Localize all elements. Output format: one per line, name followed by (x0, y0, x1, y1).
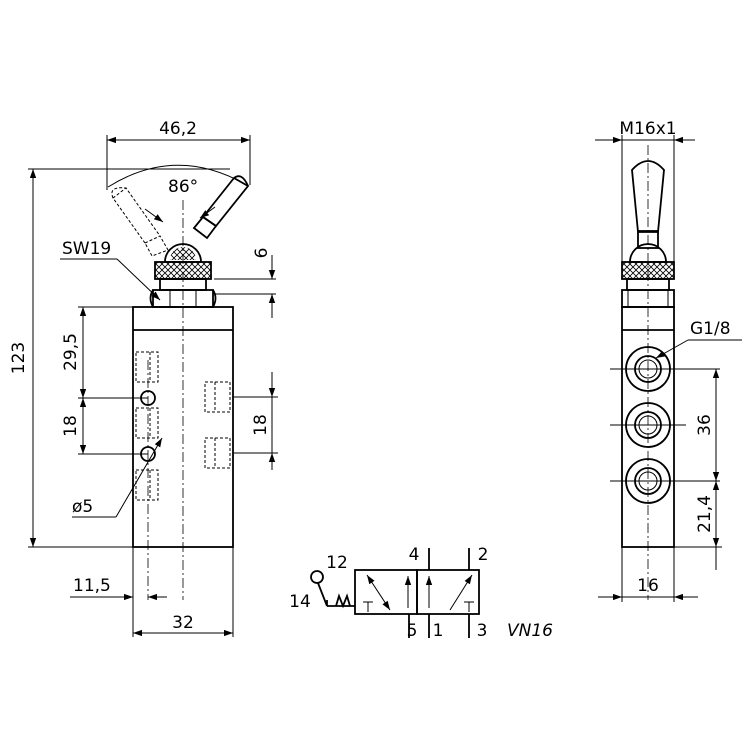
swing-arc (107, 164, 246, 188)
model-label: VN16 (507, 621, 553, 641)
port-14-label: 14 (289, 592, 311, 612)
hole-offset-label: 11,5 (73, 576, 111, 596)
nut-height-label: 6 (252, 248, 272, 259)
port-4-label: 4 (409, 545, 420, 565)
side-view: M16x1 G1/8 36 21,4 (595, 119, 742, 602)
side-width-label: 16 (637, 576, 659, 596)
lever-width-label: 46,2 (159, 119, 197, 139)
total-height-label: 123 (9, 342, 29, 374)
lever (192, 175, 250, 240)
pneumatic-symbol: 12 14 4 2 5 1 3 VN16 (289, 545, 553, 641)
port-pitch-label: 36 (695, 414, 715, 436)
port-spacing-right-label: 18 (251, 414, 271, 436)
lever-angle-label: 86° (168, 177, 198, 197)
nut-size-label: SW19 (62, 239, 111, 259)
port-2-label: 2 (478, 545, 489, 565)
body-width-label: 32 (172, 613, 194, 633)
side-lever (631, 160, 665, 233)
port-bottom-offset-label: 21,4 (695, 495, 715, 533)
mount-hole-label: ø5 (72, 497, 93, 517)
side-knurled-nut (621, 261, 675, 280)
front-view: 86° 46,2 SW19 6 123 29,5 18 (9, 119, 278, 637)
hidden-ports-right (204, 381, 231, 469)
port-5-label: 5 (407, 621, 418, 641)
hidden-ports-left (135, 351, 159, 501)
port-top-offset-label: 29,5 (61, 333, 81, 371)
port-12-label: 12 (326, 553, 348, 573)
port-spacing-left-label: 18 (61, 415, 81, 437)
lever-ball (164, 243, 202, 263)
thread-label: M16x1 (619, 119, 676, 139)
lever-ghost (111, 187, 169, 257)
port-1-label: 1 (433, 621, 444, 641)
port-3-label: 3 (477, 621, 488, 641)
port-thread-label: G1/8 (690, 319, 731, 339)
knurled-nut (154, 261, 212, 280)
